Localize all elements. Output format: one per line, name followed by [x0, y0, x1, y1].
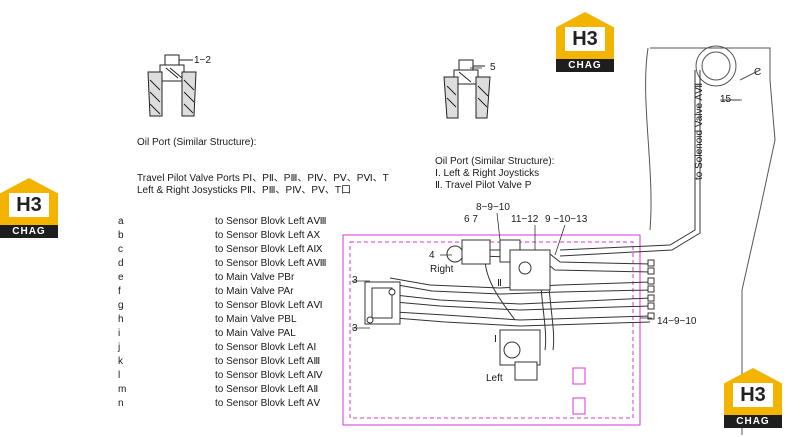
oil-port-label-left: Oil Port (Similar Structure): — [137, 137, 257, 148]
connection-destination: to Sensor Blovk Left AⅠ — [215, 342, 317, 353]
connection-destination: to Sensor Blovk Left AⅢ — [215, 356, 321, 367]
connection-destination: to Main Valve PAL — [215, 328, 296, 339]
callout-9-10-13: 9 −10−13 — [545, 214, 588, 225]
connection-destination: to Sensor Blovk Left AⅨ — [215, 244, 323, 255]
connection-letter: a — [118, 216, 124, 227]
connection-destination: to Sensor Blovk Left AⅧ — [215, 258, 327, 269]
connection-letter: b — [118, 230, 124, 241]
connection-letter: d — [118, 258, 124, 269]
callout-11-12: 11−12 — [511, 214, 539, 225]
connection-destination: to Sensor Blovk Left AⅣ — [215, 370, 323, 381]
right-port-item-1: Ⅰ. Left & Right Joysticks — [435, 168, 540, 179]
callout-6-7: 6 7 — [464, 214, 478, 225]
oil-port-label-right: Oil Port (Similar Structure): — [435, 156, 555, 167]
connection-letter: h — [118, 314, 124, 325]
connection-letter: l — [118, 370, 121, 381]
connection-letter: k — [118, 356, 123, 367]
callout-14-9-10: 14−9−10 — [657, 316, 697, 327]
connection-letter: i — [118, 328, 121, 339]
end-connectors — [647, 259, 655, 320]
right-port-item-2: Ⅱ. Travel Pilot Valve P — [435, 180, 532, 191]
callout-roman-1: Ⅰ — [494, 334, 497, 345]
connection-destination: to Main Valve PAr — [215, 286, 294, 297]
joystick-ports: Left & Right Josysticks PⅡ、PⅢ、PⅣ、PⅤ、T口 — [137, 185, 352, 196]
connection-letter: e — [118, 272, 124, 283]
connection-letter: j — [118, 342, 121, 353]
callout-3-upper: 3 — [352, 275, 358, 286]
right-label: Right — [430, 264, 454, 275]
hose-lines — [389, 70, 701, 351]
connection-letter: c — [118, 244, 123, 255]
callout-8-9-10: 8−9−10 — [476, 202, 510, 213]
right-joystick — [446, 239, 551, 291]
leader-lines — [352, 67, 742, 329]
connection-letter: n — [118, 398, 124, 409]
connection-letter: m — [118, 384, 127, 395]
frame-outline — [342, 234, 641, 426]
callout-roman-2: Ⅱ — [497, 278, 502, 289]
connection-destination: to Main Valve PBr — [215, 272, 295, 283]
connection-destination: to Sensor Blovk Left AⅥ — [215, 300, 323, 311]
connection-destination: to Sensor Blovk Left AⅩ — [215, 230, 321, 241]
connection-letter: f — [118, 286, 121, 297]
callout-5: 5 — [490, 62, 496, 73]
travel-pilot-valve — [364, 281, 401, 325]
callout-15: 15 — [720, 94, 732, 105]
fitting-detail-left — [147, 54, 197, 117]
to-solenoid-label: to Solenoid Valve AⅦ — [694, 82, 705, 180]
left-joystick — [499, 329, 541, 381]
callout-c: C — [754, 67, 762, 78]
cab-outline — [645, 45, 776, 435]
connection-destination: to Sensor Blovk Left AⅧ — [215, 216, 327, 227]
left-label: Left — [486, 373, 503, 384]
callout-1-2: 1−2 — [194, 55, 211, 66]
connection-letter: g — [118, 300, 124, 311]
connection-destination: to Sensor Blovk Left AⅤ — [215, 398, 321, 409]
connection-destination: to Sensor Blovk Left AⅡ — [215, 384, 319, 395]
fitting-detail-right — [443, 59, 491, 119]
callout-3-lower: 3 — [352, 323, 358, 334]
callout-4: 4 — [429, 250, 435, 261]
travel-pilot-ports: Travel Pilot Valve Ports PⅠ、PⅡ、PⅢ、PⅣ、PⅤ、… — [137, 173, 389, 184]
connection-destination: to Main Valve PBL — [215, 314, 297, 325]
